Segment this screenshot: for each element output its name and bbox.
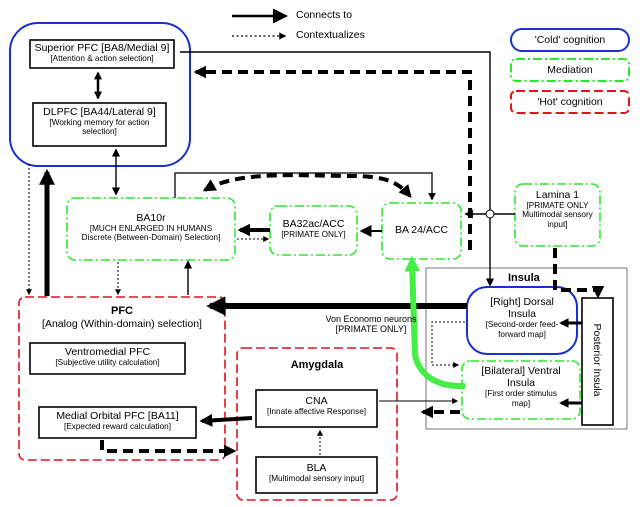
- crossing-bridge: [485, 209, 495, 219]
- lamina-node: Lamina 1 [PRIMATE ONLY Multimodal sensor…: [515, 189, 600, 229]
- cna-title: CNA: [305, 395, 328, 407]
- dashed-arrow-mofc-amygdala: [100, 440, 237, 458]
- dorsal-insula-node: [Right] Dorsal Insula [Second-order feed…: [472, 296, 572, 339]
- bla-node: BLA [Multimodal sensory input]: [256, 462, 377, 483]
- ba10r-subtitle: [MUCH ENLARGED IN HUMANS Discrete (Betwe…: [81, 224, 221, 243]
- arrow-ba10r-ba24-loop: [174, 172, 436, 201]
- ventral-insula-title: [Bilateral] Ventral Insula: [481, 365, 561, 390]
- superior-pfc-node: Superior PFC [BA8/Medial 9] [Attention &…: [30, 42, 174, 63]
- vmpfc-node: Ventromedial PFC [Subjective utility cal…: [30, 346, 185, 367]
- lamina-title: Lamina 1: [535, 189, 580, 201]
- ba10r-title: BA10r: [136, 212, 166, 224]
- ba32-node: BA32ac/ACC [PRIMATE ONLY]: [270, 218, 357, 239]
- dorsal-insula-subtitle: [Second-order feed-forward map]: [485, 320, 559, 339]
- cna-subtitle: [Innate affective Response]: [266, 407, 367, 417]
- ventral-insula-box: [461, 360, 581, 420]
- vmpfc-subtitle: [Subjective utility calculation]: [55, 358, 160, 368]
- mofc-title: Medial Orbital PFC [BA11]: [56, 410, 179, 422]
- posterior-insula-box: [581, 297, 614, 426]
- lamina-box: [514, 183, 601, 247]
- dlpfc-box: [32, 102, 167, 147]
- ba32-title: BA32ac/ACC: [282, 218, 345, 230]
- dorsal-insula-box: [466, 286, 578, 355]
- cold-group-outline: [9, 22, 191, 167]
- von-economo-label: Von Economo neurons [PRIMATE ONLY]: [316, 314, 426, 335]
- legend-cold-box: [510, 28, 630, 52]
- pfc-group-title: PFC: [111, 305, 133, 317]
- von-economo-arrow: [404, 255, 466, 390]
- legend-mediation-box: [510, 58, 630, 82]
- ventral-insula-node: [Bilateral] Ventral Insula [First order …: [466, 365, 576, 408]
- mofc-box: [38, 406, 197, 439]
- ba10r-node: BA10r [MUCH ENLARGED IN HUMANS Discrete …: [70, 212, 232, 243]
- dashed-arrow-ba24-superior: [193, 65, 472, 250]
- dorsal-insula-title: [Right] Dorsal Insula: [490, 296, 554, 321]
- bla-box: [255, 456, 378, 494]
- dlpfc-subtitle: [Working memory for action selection]: [49, 118, 150, 137]
- bla-subtitle: [Multimodal sensory input]: [268, 474, 365, 484]
- ba10r-box: [66, 197, 236, 261]
- vmpfc-box: [29, 342, 186, 375]
- dashed-arrow-ba10r-ba24-arc: [202, 173, 412, 198]
- legend-hot-box: [510, 90, 630, 114]
- superior-pfc-subtitle: [Attention & action selection]: [50, 54, 154, 64]
- mofc-node: Medial Orbital PFC [BA11] [Expected rewa…: [39, 410, 196, 431]
- dotted-dorsal-ventral: [431, 321, 465, 368]
- legend-hot-label: 'Hot' cognition: [537, 96, 603, 108]
- superior-pfc-box: [29, 39, 175, 69]
- arrow-amygdala-mofc: [199, 413, 253, 427]
- dlpfc-node: DLPFC [BA44/Lateral 9] [Working memory f…: [33, 106, 166, 137]
- von-economo-line2: [PRIMATE ONLY]: [335, 324, 407, 335]
- arrow-right-loop: [180, 51, 495, 287]
- cna-node: CNA [Innate affective Response]: [256, 395, 377, 416]
- pfc-group-subtitle: [Analog (Within-domain) selection]: [42, 317, 202, 330]
- amygdala-title: Amygdala: [290, 359, 344, 371]
- ventral-insula-subtitle: [First order stimulus map]: [485, 389, 557, 408]
- bla-title: BLA: [306, 462, 327, 474]
- lamina-subtitle: [PRIMATE ONLY Multimodal sensory input]: [522, 201, 593, 229]
- mofc-subtitle: [Expected reward calculation]: [64, 422, 171, 432]
- insula-group-title: Insula: [508, 272, 540, 284]
- ba24-title: BA 24/ACC: [394, 224, 449, 236]
- superior-pfc-title: Superior PFC [BA8/Medial 9]: [34, 42, 170, 54]
- vmpfc-title: Ventromedial PFC: [64, 346, 151, 358]
- von-economo-line1: Von Economo neurons: [325, 314, 417, 324]
- posterior-insula-title: Posterior Insula: [591, 323, 604, 397]
- legend-cold-label: 'Cold' cognition: [534, 34, 606, 46]
- amygdala-group-outline: [236, 347, 398, 501]
- pfc-group-header: PFC [Analog (Within-domain) selection]: [19, 305, 225, 330]
- cna-box: [255, 389, 378, 428]
- legend-contextualizes-label: Contextualizes: [296, 29, 365, 41]
- insula-group-outline: [425, 267, 628, 430]
- dashed-arrow-lamina-posterior: [553, 248, 605, 299]
- pfc-group-outline: [18, 296, 226, 461]
- ba32-subtitle: [PRIMATE ONLY]: [281, 230, 346, 240]
- legend-connects-label: Connects to: [296, 9, 353, 21]
- legend-mediation-label: Mediation: [547, 64, 593, 76]
- dlpfc-title: DLPFC [BA44/Lateral 9]: [43, 106, 156, 118]
